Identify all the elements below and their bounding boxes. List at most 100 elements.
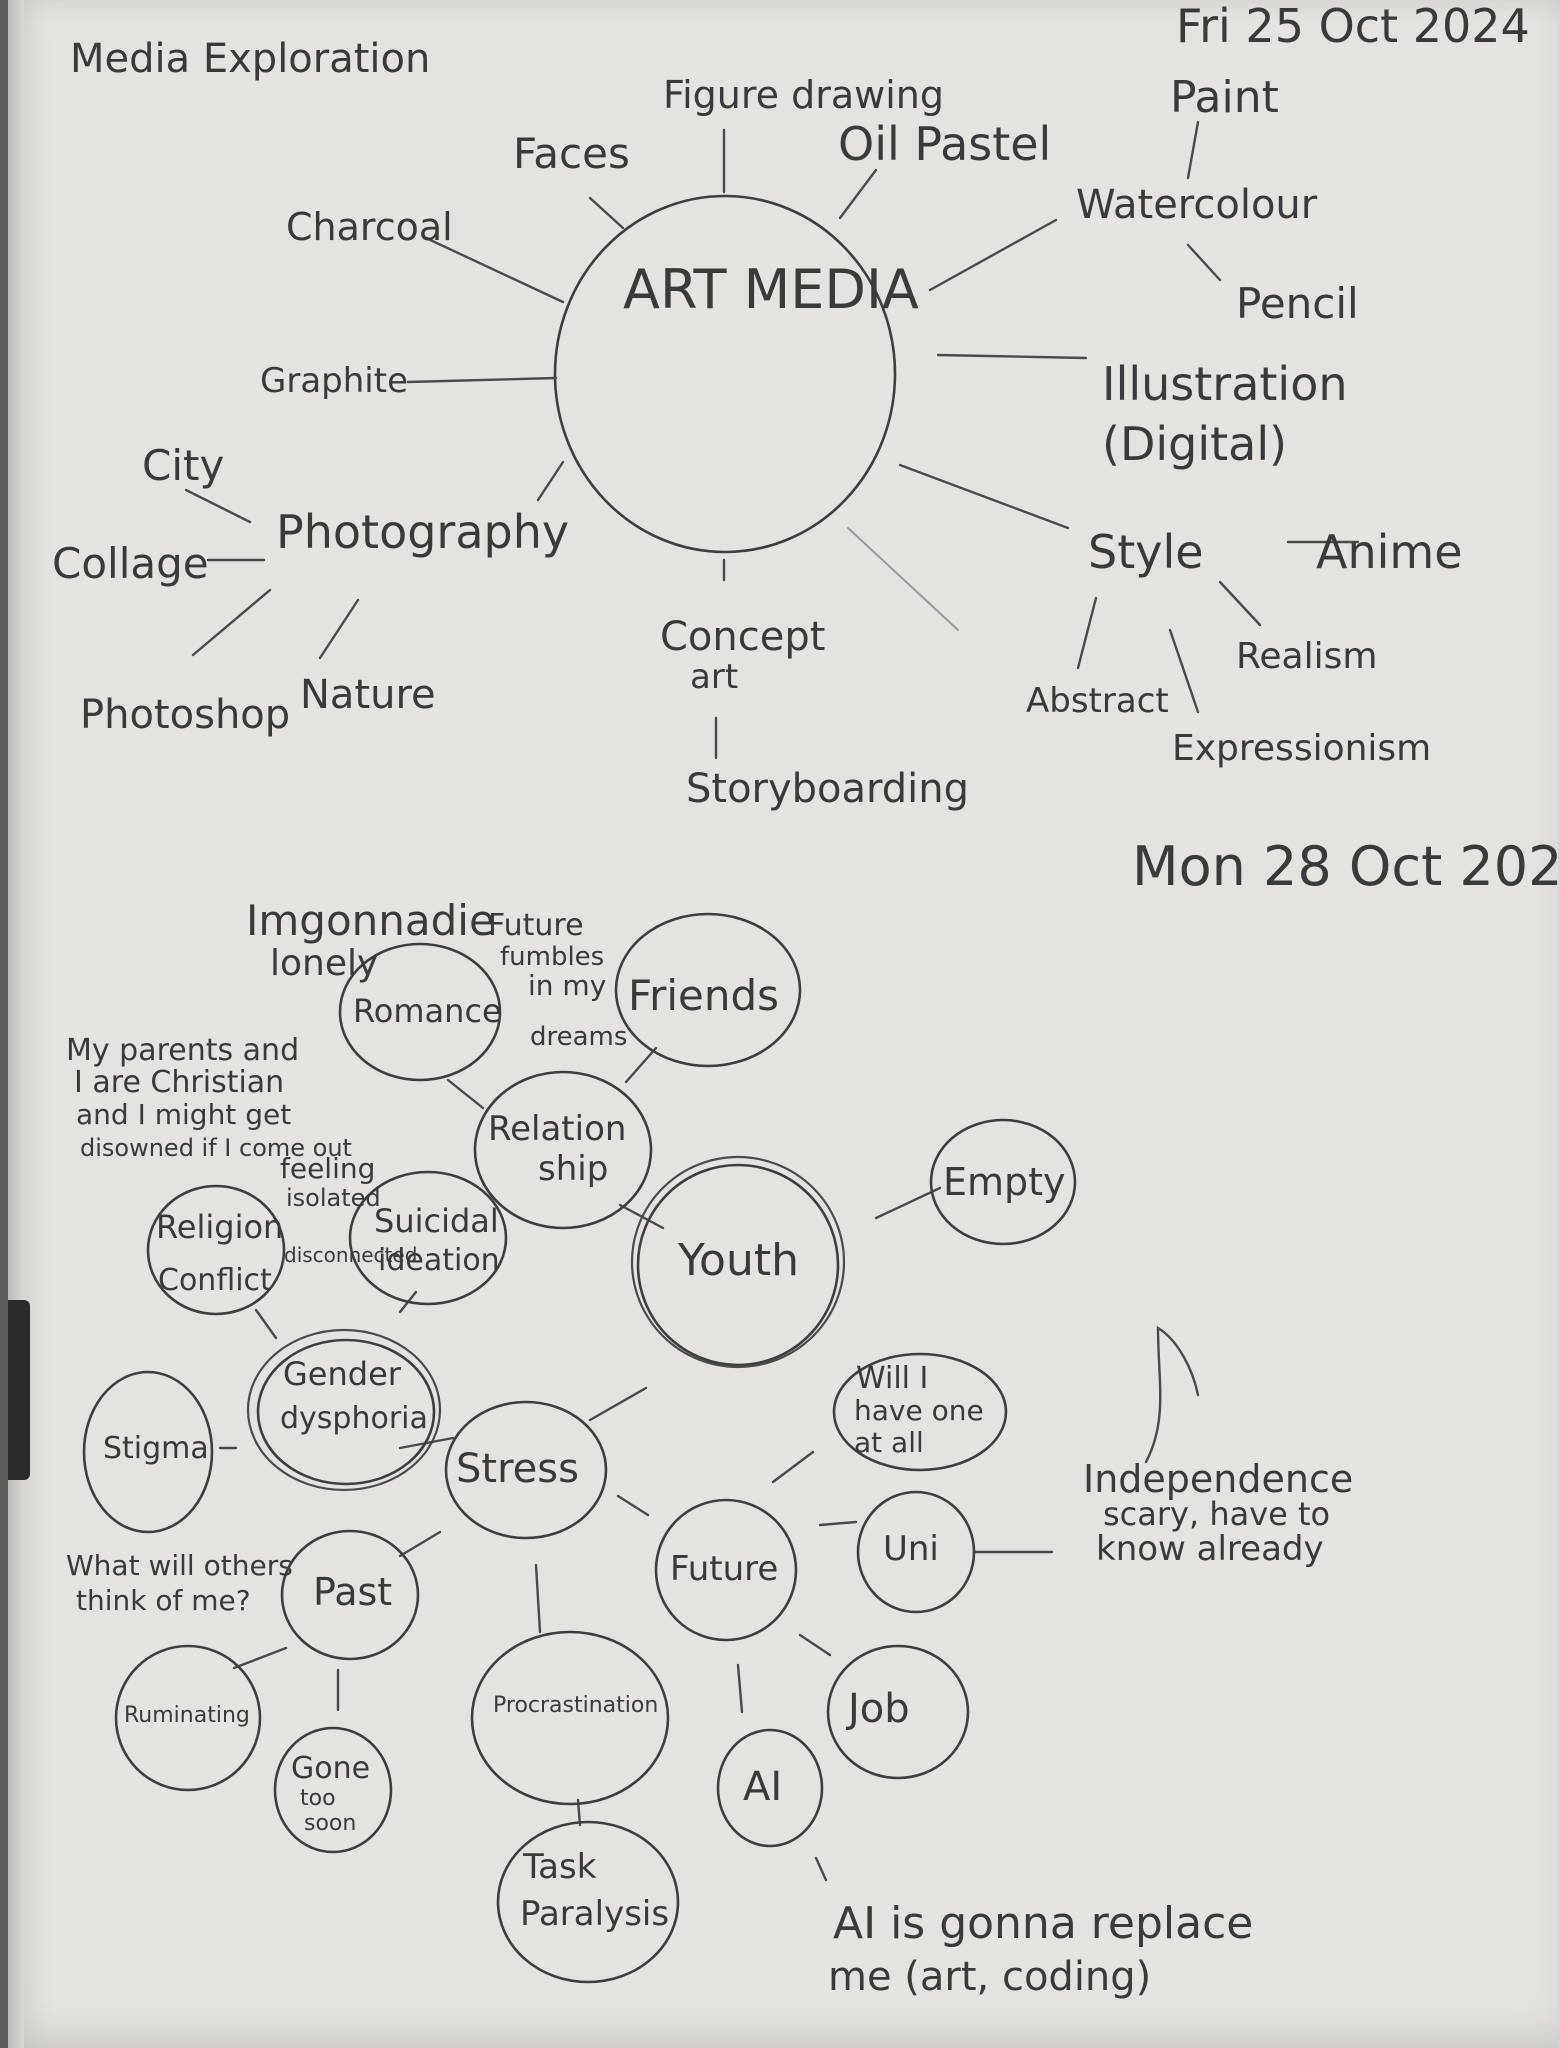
node-youth: Youth: [677, 1235, 799, 1286]
connector-realism: [1218, 580, 1262, 627]
connector-will: [771, 1450, 815, 1484]
node-gender-bubble: [256, 1338, 436, 1486]
node-relationship-2: ship: [538, 1149, 608, 1189]
note-parents-4: disowned if I come out: [80, 1134, 352, 1162]
connector-job: [798, 1633, 832, 1657]
node-friends-bubble: [614, 912, 802, 1068]
connector-youth-stress: [588, 1386, 648, 1422]
node-will-bubble: [832, 1352, 1008, 1472]
node-suicidal-2: ideation: [378, 1243, 500, 1278]
connector-nature: [318, 598, 360, 660]
node-abstract: Abstract: [1026, 681, 1169, 721]
node-ruminating: Ruminating: [124, 1703, 250, 1728]
node-past: Past: [313, 1570, 392, 1614]
connector-empty: [874, 1186, 942, 1220]
connector-abstract: [1076, 596, 1098, 670]
node-suicidal-bubble: [348, 1170, 508, 1306]
node-uni-bubble: [856, 1490, 976, 1614]
node-stigma: Stigma: [103, 1431, 209, 1466]
connector-charcoal: [424, 236, 565, 304]
note-feeling: feeling: [280, 1152, 375, 1185]
node-paint: Paint: [1170, 72, 1279, 123]
node-will-3: at all: [854, 1426, 924, 1459]
node-romance: Romance: [353, 992, 502, 1030]
node-empty-bubble: [929, 1118, 1077, 1246]
node-city: City: [142, 441, 224, 490]
connector-romance: [446, 1078, 485, 1110]
date-top: Fri 25 Oct 2024: [1176, 0, 1530, 53]
node-concept-art-2: art: [690, 657, 738, 697]
node-youth-bubble: [636, 1163, 840, 1367]
connector-religion: [254, 1308, 278, 1340]
youth-map: Youth Relation ship Romance Friends Empt…: [66, 896, 1353, 2000]
node-stress-bubble: [444, 1400, 608, 1540]
mind-map-canvas: Media Exploration Fri 25 Oct 2024 ART ME…: [52, 0, 1559, 2000]
connector-watercolour: [928, 218, 1058, 292]
connector-oil-pastel: [838, 168, 878, 220]
node-ai: AI: [743, 1764, 782, 1810]
connector-paint: [1186, 120, 1200, 180]
node-storyboarding: Storyboarding: [686, 766, 969, 812]
node-religion-2: Conflict: [158, 1263, 272, 1298]
node-job-bubble: [826, 1644, 970, 1780]
art-media-center-node: [553, 194, 897, 554]
note-future-fumbles: Future: [488, 908, 584, 943]
node-stigma-bubble: [82, 1370, 214, 1534]
note-future-fumbles-4: dreams: [530, 1022, 627, 1052]
node-charcoal: Charcoal: [286, 205, 453, 249]
node-realism: Realism: [1236, 636, 1377, 677]
connector-faint: [847, 527, 959, 631]
node-figure-drawing: Figure drawing: [663, 73, 944, 117]
node-oil-pastel: Oil Pastel: [838, 117, 1051, 171]
connector-faces: [588, 196, 625, 230]
node-task: Task: [522, 1847, 597, 1887]
note-lonely: lonely: [270, 943, 378, 984]
connector-ai: [736, 1663, 744, 1714]
note-disconnected: disconnected: [284, 1243, 417, 1267]
node-will: Will I: [856, 1361, 928, 1396]
node-ruminating-bubble: [114, 1644, 262, 1792]
node-gender: Gender: [283, 1355, 402, 1393]
connector-stress-future: [616, 1494, 650, 1517]
node-suicidal: Suicidal: [374, 1202, 499, 1240]
note-isolated: isolated: [286, 1184, 381, 1212]
note-ai-replace: AI is gonna replace: [833, 1898, 1253, 1949]
node-relationship: Relation: [488, 1109, 626, 1149]
connector-city: [184, 488, 252, 524]
binder-clip: [8, 1300, 30, 1480]
node-gender-bubble-outer: [246, 1328, 442, 1492]
node-friends: Friends: [628, 971, 779, 1020]
note-parents-3: and I might get: [76, 1098, 291, 1131]
connector-style: [898, 463, 1070, 530]
node-procrastination-bubble: [470, 1630, 670, 1806]
node-pencil: Pencil: [1236, 279, 1359, 328]
node-concept-art: Concept: [660, 614, 825, 660]
node-anime: Anime: [1316, 525, 1463, 579]
note-independence-2: scary, have to: [1103, 1495, 1330, 1533]
connector-illustration: [936, 353, 1088, 360]
node-youth-bubble-outer: [630, 1155, 846, 1369]
connector-uni: [818, 1520, 858, 1527]
node-procrastination: Procrastination: [493, 1693, 658, 1718]
connector-photography: [536, 460, 565, 502]
note-ai-replace-2: me (art, coding): [828, 1954, 1151, 2000]
node-future: Future: [670, 1549, 778, 1589]
node-illustration-digital: (Digital): [1102, 417, 1287, 471]
connector-ai-note: [814, 1856, 828, 1882]
node-task-bubble: [496, 1820, 680, 1984]
sketchbook-page: Media Exploration Fri 25 Oct 2024 ART ME…: [8, 0, 1559, 2048]
page-edge: [8, 0, 24, 2048]
node-past-bubble: [280, 1529, 420, 1661]
node-gone-2: too: [300, 1786, 336, 1811]
note-others-1: What will others: [66, 1549, 293, 1582]
node-job: Job: [845, 1686, 910, 1732]
connector-photoshop: [191, 588, 272, 657]
note-others-2: think of me?: [76, 1584, 251, 1617]
note-parents-1: My parents and: [66, 1033, 299, 1068]
node-faces: Faces: [513, 129, 630, 178]
node-graphite: Graphite: [260, 361, 408, 401]
note-future-fumbles-3: in my: [528, 969, 606, 1002]
node-romance-bubble: [338, 942, 502, 1082]
node-expressionism: Expressionism: [1172, 728, 1431, 769]
note-independence-3: know already: [1096, 1529, 1324, 1569]
